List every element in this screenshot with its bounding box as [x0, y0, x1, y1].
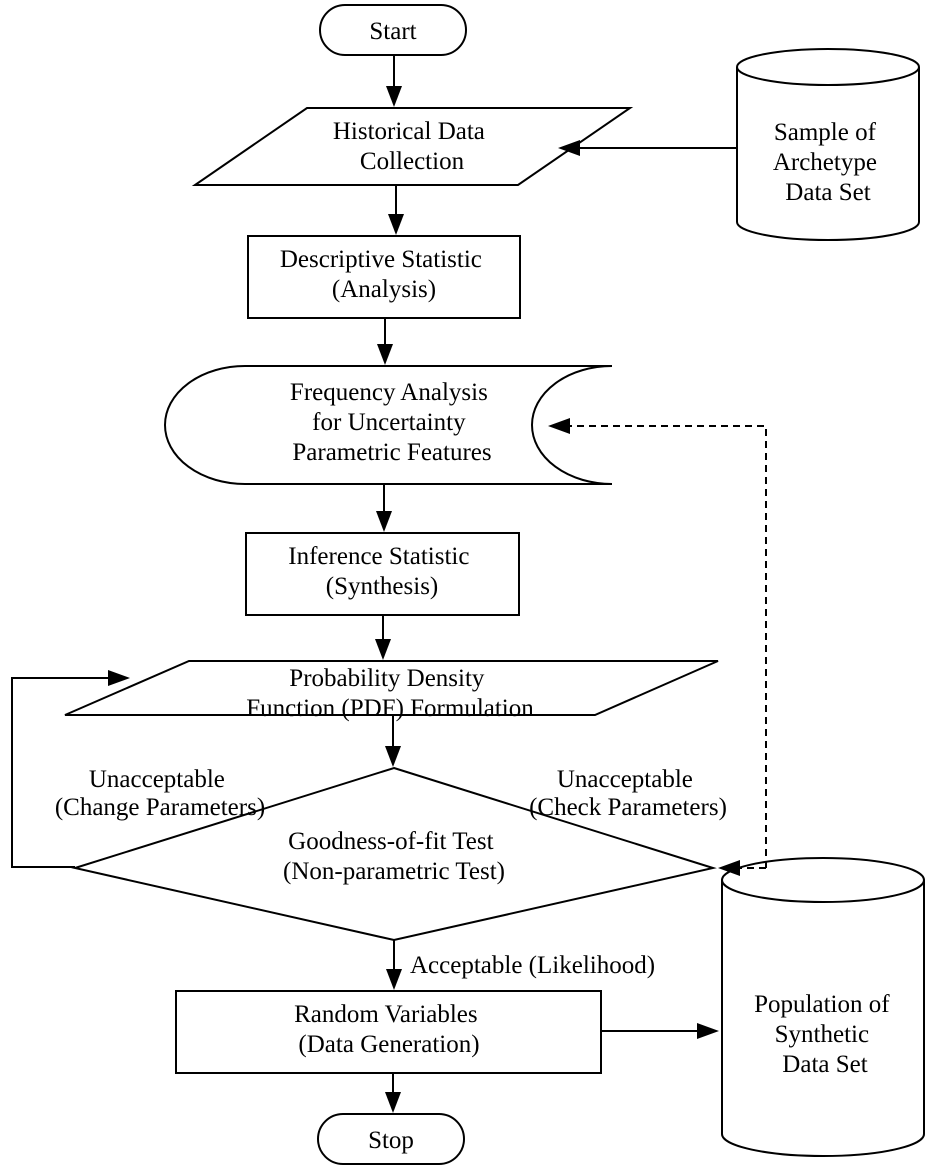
- svg-text:Descriptive Statistic (A: Descriptive Statistic (Analysis): [280, 246, 488, 303]
- arrow-archetype-to-historical: [558, 140, 737, 156]
- unacceptable-change-line-2: (Change Parameters): [55, 794, 265, 821]
- arrow-descriptive-to-frequency: [377, 318, 393, 365]
- descriptive-line-2: (Analysis): [332, 276, 436, 303]
- unacceptable-change-label: Unacceptable (Change Parameters): [55, 766, 265, 821]
- goodness-of-fit-decision: Goodness-of-fit Test (Non-parametric Tes…: [71, 766, 717, 942]
- pdf-formulation-io: Probability Density Function (PDF) Formu…: [64, 660, 719, 722]
- unacceptable-check-line-2: (Check Parameters): [529, 794, 727, 821]
- svg-text:Stop: Stop: [368, 1127, 414, 1154]
- svg-text:Probability Density Func: Probability Density Function (PDF) Formu…: [246, 665, 534, 722]
- inference-statistic-process: Inference Statistic (Synthesis): [245, 532, 520, 616]
- svg-text:Frequency Analysis for U: Frequency Analysis for Uncertainty Param…: [290, 379, 494, 466]
- descriptive-statistic-process: Descriptive Statistic (Analysis): [247, 235, 521, 319]
- population-line-1: Population of: [754, 991, 890, 1018]
- random-line-1: Random Variables: [294, 1001, 478, 1028]
- arrow-historical-to-descriptive: [388, 185, 404, 235]
- arrow-frequency-to-inference: [376, 484, 392, 532]
- population-data-set-database: Population of Synthetic Data Set: [721, 857, 925, 1157]
- archetype-line-3: Data Set: [785, 179, 870, 206]
- stop-terminator: Stop: [317, 1113, 465, 1165]
- arrow-goodness-to-random: [386, 940, 402, 990]
- inference-line-1: Inference Statistic: [288, 543, 469, 570]
- arrow-change-parameters-loop: [11, 670, 130, 868]
- population-line-2: Synthetic: [775, 1021, 869, 1048]
- svg-text:Goodness-of-fit Test (No: Goodness-of-fit Test (Non-parametric Tes…: [283, 828, 505, 885]
- unacceptable-check-label: Unacceptable (Check Parameters): [529, 766, 727, 821]
- pdf-line-2: Function (PDF) Formulation: [246, 695, 534, 722]
- goodness-line-2: (Non-parametric Test): [283, 858, 505, 885]
- svg-text:Historical Data Collecti: Historical Data Collection: [333, 118, 491, 175]
- archetype-line-1: Sample of: [774, 119, 877, 146]
- frequency-line-2: for Uncertainty: [312, 409, 466, 436]
- frequency-line-3: Parametric Features: [292, 439, 491, 466]
- goodness-line-1: Goodness-of-fit Test: [288, 828, 493, 855]
- arrow-random-to-stop: [385, 1073, 401, 1113]
- frequency-line-1: Frequency Analysis: [290, 379, 488, 406]
- historical-data-collection-io: Historical Data Collection: [191, 107, 634, 186]
- archetype-line-2: Archetype: [773, 149, 877, 176]
- arrow-inference-to-pdf: [375, 615, 391, 660]
- unacceptable-check-line-1: Unacceptable: [557, 766, 693, 793]
- start-label: Start: [369, 18, 416, 45]
- stop-label: Stop: [368, 1127, 414, 1154]
- population-line-3: Data Set: [782, 1051, 867, 1078]
- pdf-line-1: Probability Density: [289, 665, 485, 692]
- svg-text:Sample of Archetype: Sample of Archetype Data Set: [773, 119, 883, 206]
- inference-line-2: (Synthesis): [326, 573, 439, 600]
- svg-text:Inference Statistic (Syn: Inference Statistic (Synthesis): [288, 543, 475, 600]
- historical-line-1: Historical Data: [333, 118, 485, 145]
- archetype-data-set-database: Sample of Archetype Data Set: [736, 48, 920, 241]
- historical-line-2: Collection: [360, 148, 465, 175]
- arrow-pdf-to-goodness: [385, 715, 401, 767]
- random-line-2: (Data Generation): [298, 1031, 479, 1058]
- frequency-analysis-stored-data: Frequency Analysis for Uncertainty Param…: [164, 365, 613, 485]
- unacceptable-change-line-1: Unacceptable: [89, 766, 225, 793]
- random-variables-process: Random Variables (Data Generation): [175, 990, 602, 1074]
- svg-text:Random Variables (Data G: Random Variables (Data Generation): [294, 1001, 484, 1058]
- arrow-random-to-population: [601, 1023, 719, 1039]
- descriptive-line-1: Descriptive Statistic: [280, 246, 482, 273]
- acceptable-label: Acceptable (Likelihood): [410, 952, 655, 979]
- start-terminator: Start: [319, 4, 467, 56]
- arrow-start-to-historical: [386, 55, 402, 107]
- svg-text:Population of Synthetic: Population of Synthetic Data Set: [754, 991, 896, 1078]
- acceptable-line-1: Acceptable (Likelihood): [410, 952, 655, 979]
- svg-text:Start: Start: [369, 18, 416, 45]
- arrow-check-parameters-loop: [548, 418, 767, 876]
